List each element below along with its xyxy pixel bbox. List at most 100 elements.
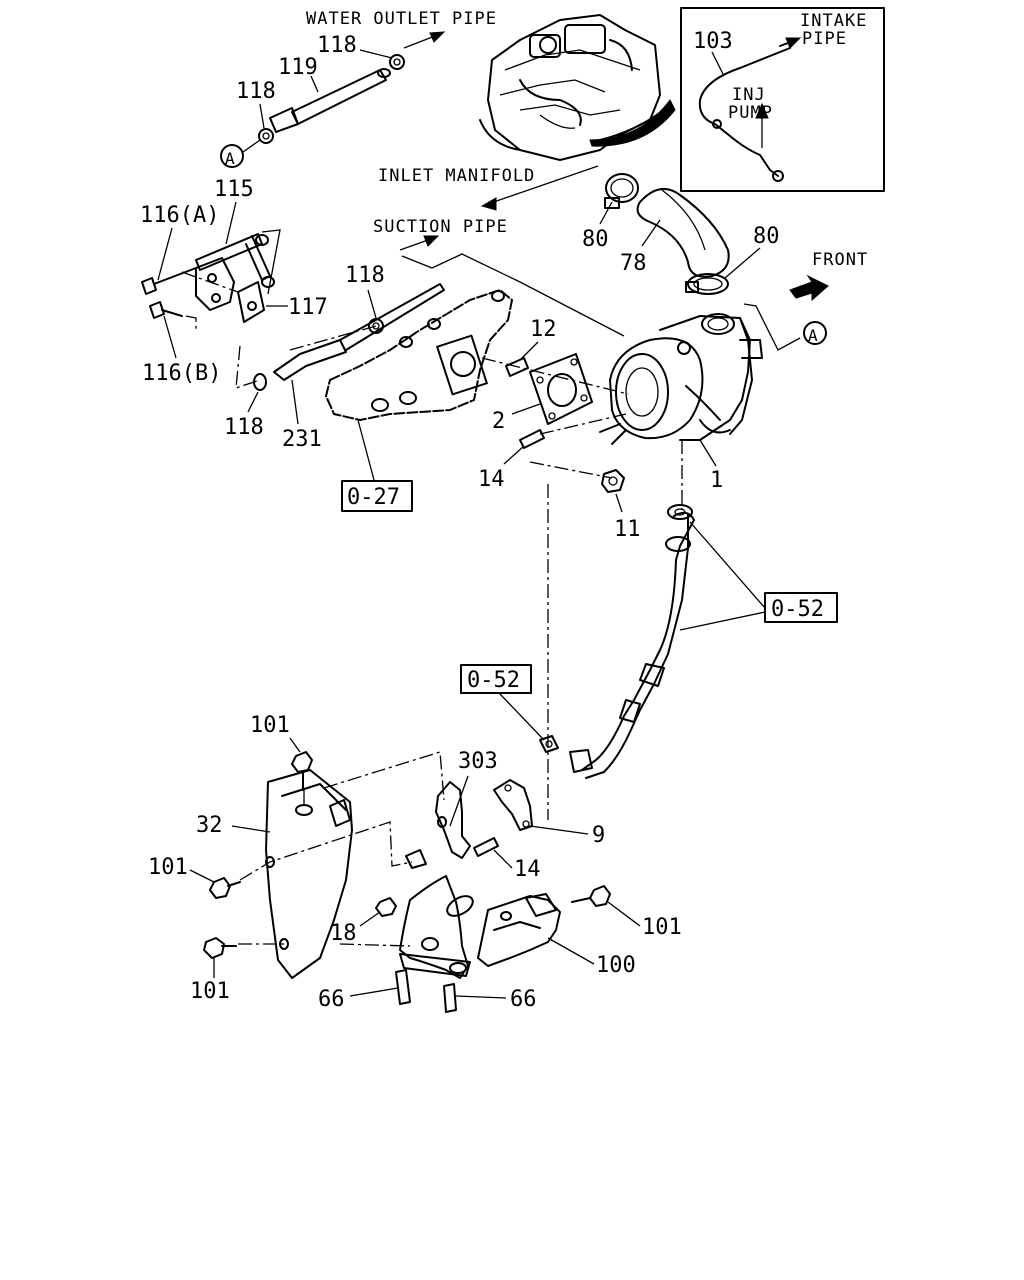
leader-119 xyxy=(310,75,319,93)
callout-116b: 116(B) xyxy=(142,361,221,386)
callout-66-right: 66 xyxy=(510,987,537,1012)
ref-box-0-52-left xyxy=(460,664,532,694)
callout-80-lower: 80 xyxy=(753,224,780,249)
callout-118-low: 118 xyxy=(224,415,264,440)
nut-guide-18 xyxy=(339,943,411,947)
leader-118c xyxy=(367,289,377,319)
marker-a-left-label: A xyxy=(225,149,235,168)
leader-80b xyxy=(724,247,761,279)
callout-101-left: 101 xyxy=(148,855,188,880)
bolt-101-left xyxy=(209,877,241,899)
leader-118a xyxy=(359,49,393,59)
ref-0-52-right: 0-52 xyxy=(771,597,824,622)
bracket-guide-115 xyxy=(261,229,281,295)
callout-116a: 116(A) xyxy=(140,203,219,228)
bolt-101-bottom xyxy=(203,937,237,959)
leader-0-52-left xyxy=(499,693,545,741)
insulator-303 xyxy=(405,781,471,869)
clip-118-upper xyxy=(389,54,405,70)
callout-14-lower: 14 xyxy=(514,857,541,882)
clip-guide xyxy=(235,345,261,389)
marker-a-left xyxy=(220,144,244,168)
leader-9 xyxy=(529,825,589,835)
intake-note: INTAKE xyxy=(800,11,867,31)
hose-78 xyxy=(636,187,730,278)
leader-11 xyxy=(615,493,623,513)
callout-118-top: 118 xyxy=(317,33,357,58)
callout-100: 100 xyxy=(596,953,636,978)
ref-0-27: 0-27 xyxy=(347,485,400,510)
gasket-2 xyxy=(529,353,593,425)
stud-12 xyxy=(505,357,529,377)
gasket-oil xyxy=(539,735,559,753)
callout-14-upper: 14 xyxy=(478,467,505,492)
leader-32 xyxy=(231,825,271,833)
shield-guide-top xyxy=(323,751,445,801)
clip-118-lower xyxy=(258,128,274,144)
leader-0-27 xyxy=(357,419,375,481)
stud-14-lower xyxy=(473,837,499,857)
suction-pipe-note: SUCTION PIPE xyxy=(373,217,508,237)
inset-box xyxy=(680,7,885,192)
turbocharger xyxy=(599,313,763,445)
bracket-guide xyxy=(181,271,239,330)
leader-78 xyxy=(641,219,661,247)
nut-11 xyxy=(601,469,625,493)
leader-14b xyxy=(493,849,513,869)
callout-32: 32 xyxy=(196,813,223,838)
front-arrow-icon xyxy=(789,274,829,302)
callout-117: 117 xyxy=(288,295,328,320)
leader-18 xyxy=(359,911,381,927)
leader-0-52-right-b xyxy=(679,611,766,631)
exhaust-manifold xyxy=(325,289,513,421)
pipe-119 xyxy=(269,68,391,133)
leader-2 xyxy=(511,403,541,415)
leader-66a xyxy=(349,987,399,997)
pipe-note: PIPE xyxy=(802,29,847,49)
callout-80-upper: 80 xyxy=(582,227,609,252)
bolt-116a xyxy=(141,267,197,295)
clamp-80-upper xyxy=(604,173,639,209)
callout-118-mid: 118 xyxy=(345,263,385,288)
marker-a-right-label: A xyxy=(808,326,818,345)
callout-2: 2 xyxy=(492,409,505,434)
leader-303 xyxy=(449,775,469,827)
callout-9: 9 xyxy=(592,823,605,848)
ref-box-0-27 xyxy=(341,480,413,512)
leader-101c xyxy=(607,901,641,927)
leader-66b xyxy=(455,995,507,999)
inj-note: INJ xyxy=(732,85,766,105)
leader-0-52-right-a xyxy=(689,521,766,609)
callout-303: 303 xyxy=(458,749,498,774)
callout-12: 12 xyxy=(530,317,557,342)
leader-12 xyxy=(519,341,539,361)
water-outlet-pipe-note: WATER OUTLET PIPE xyxy=(306,9,497,29)
inlet-manifold-note: INLET MANIFOLD xyxy=(378,166,535,186)
callout-119: 119 xyxy=(278,55,318,80)
vacuum-hose-103 xyxy=(698,37,802,182)
oil-return-pipe xyxy=(569,504,695,779)
callout-11: 11 xyxy=(614,517,641,542)
pipe-guide xyxy=(289,325,377,351)
bolt-101-right xyxy=(571,885,611,907)
leader-103 xyxy=(711,51,725,77)
callout-103: 103 xyxy=(693,29,733,54)
gasket-9 xyxy=(493,779,533,831)
leader-101a xyxy=(289,737,301,753)
marker-a-right xyxy=(803,321,827,345)
leader-118b xyxy=(259,103,265,129)
shield-guide-mid xyxy=(239,821,413,881)
inlet-manifold-leader xyxy=(487,165,599,205)
callout-231: 231 xyxy=(282,427,322,452)
front-note: FRONT xyxy=(812,250,868,270)
leader-231 xyxy=(291,379,299,425)
leader-1 xyxy=(699,439,717,467)
callout-66-left: 66 xyxy=(318,987,345,1012)
callout-1: 1 xyxy=(710,468,723,493)
callout-78: 78 xyxy=(620,251,647,276)
clip-118-mid xyxy=(368,318,384,334)
nut-guide xyxy=(529,461,613,479)
marker-a-right-leader xyxy=(743,303,801,351)
callout-101-bottom: 101 xyxy=(190,979,230,1004)
